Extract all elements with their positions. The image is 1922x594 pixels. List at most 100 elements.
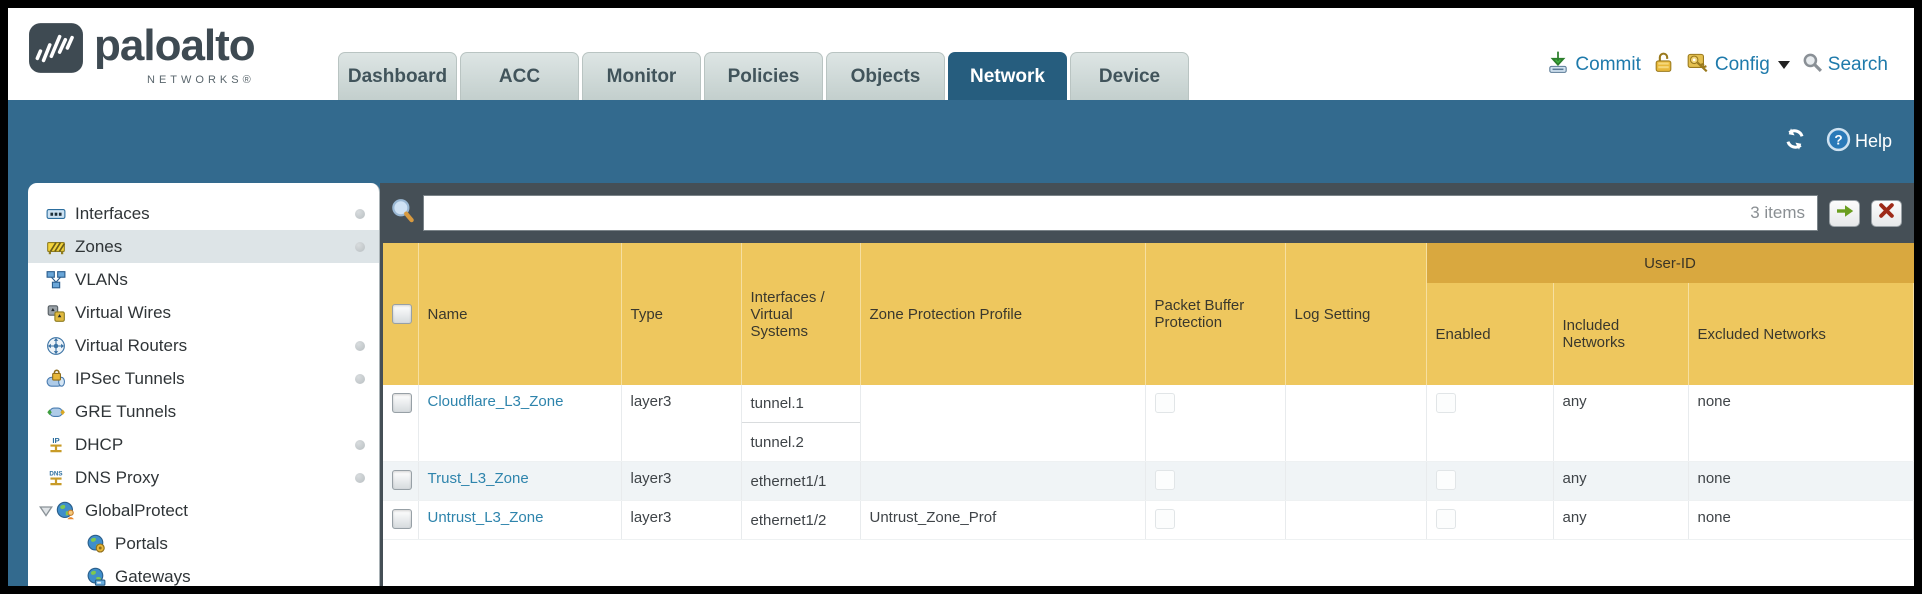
- sidebar-item-interfaces[interactable]: Interfaces: [28, 197, 379, 230]
- row-select-cell: [383, 461, 419, 501]
- dhcp-icon: IP: [46, 435, 66, 455]
- zone-type-cell: layer3: [621, 461, 742, 501]
- sidebar-item-virtual-routers[interactable]: Virtual Routers: [28, 329, 379, 362]
- sidebar-item-gateways[interactable]: Gateways: [28, 560, 379, 586]
- paloalto-logo-icon: [28, 20, 84, 81]
- filter-input[interactable]: [424, 196, 1751, 230]
- select-all-checkbox[interactable]: [392, 304, 412, 324]
- sidebar-item-gre-tunnels[interactable]: GRE Tunnels: [28, 395, 379, 428]
- logo-networks-text: NETWORKS®: [147, 74, 255, 86]
- zone-name-link[interactable]: Untrust_L3_Zone: [427, 509, 544, 526]
- expander-triangle-icon[interactable]: [38, 503, 54, 519]
- sidebar-item-zones[interactable]: Zones: [28, 230, 379, 263]
- row-select-checkbox[interactable]: [392, 509, 412, 529]
- zone-protection-profile-cell: [860, 461, 1146, 501]
- tab-acc[interactable]: ACC: [460, 52, 579, 100]
- included-networks-cell: any: [1553, 385, 1689, 462]
- zones-table: Name Type Interfaces / Virtual Systems Z…: [383, 243, 1914, 540]
- user-id-enabled-checkbox: [1435, 509, 1456, 529]
- col-header-zone-protection-profile[interactable]: Zone Protection Profile: [860, 243, 1146, 385]
- row-select-cell: [383, 385, 419, 462]
- refresh-icon[interactable]: [1782, 126, 1808, 157]
- portals-icon: [86, 534, 106, 554]
- tab-network[interactable]: Network: [948, 52, 1067, 100]
- clear-filter-button[interactable]: [1871, 199, 1902, 227]
- packet-buffer-protection-cell: [1145, 461, 1286, 501]
- col-header-enabled[interactable]: Enabled: [1426, 283, 1554, 385]
- sidebar-item-globalprotect[interactable]: GlobalProtect: [28, 494, 379, 527]
- sidebar-item-label: Zones: [75, 236, 123, 256]
- filter-search-icon: [389, 197, 417, 230]
- page-band: ? Help: [8, 100, 1914, 183]
- config-menu[interactable]: Config: [1686, 50, 1790, 80]
- apply-filter-button[interactable]: [1829, 199, 1860, 227]
- config-icon: [1686, 50, 1710, 80]
- ipsec-tunnels-icon: [46, 369, 66, 389]
- row-select-checkbox[interactable]: [392, 393, 412, 413]
- user-id-group-header: User-ID: [1426, 243, 1914, 283]
- tab-policies[interactable]: Policies: [704, 52, 823, 100]
- col-header-name[interactable]: Name: [418, 243, 622, 385]
- zone-name-link[interactable]: Cloudflare_L3_Zone: [427, 393, 564, 410]
- sidebar-item-dhcp[interactable]: IP DHCP: [28, 428, 379, 461]
- user-id-enabled-cell: [1426, 385, 1554, 462]
- col-header-type[interactable]: Type: [621, 243, 742, 385]
- sidebar-item-label: Virtual Routers: [75, 335, 188, 355]
- sidebar-item-vlans[interactable]: VLANs: [28, 263, 379, 296]
- excluded-networks-cell: none: [1688, 385, 1914, 462]
- sidebar-item-portals[interactable]: Portals: [28, 527, 379, 560]
- band-tools: ? Help: [1782, 126, 1892, 157]
- user-id-enabled-cell: [1426, 461, 1554, 501]
- log-setting-cell: [1285, 500, 1427, 540]
- virtual-wires-icon: [46, 303, 66, 323]
- sidebar-item-label: DHCP: [75, 434, 124, 454]
- col-header-interfaces[interactable]: Interfaces / Virtual Systems: [741, 243, 861, 385]
- interface-entry: tunnel.1: [741, 385, 860, 423]
- col-header-included-networks[interactable]: Included Networks: [1553, 283, 1689, 385]
- packet-buffer-protection-checkbox: [1154, 509, 1175, 529]
- lock-icon[interactable]: [1653, 51, 1674, 80]
- zone-name-link[interactable]: Trust_L3_Zone: [427, 470, 529, 487]
- interface-entry: ethernet1/1: [750, 472, 827, 490]
- zone-interfaces-cell: ethernet1/2: [741, 500, 861, 540]
- sidebar-item-dns-proxy[interactable]: DNS DNS Proxy: [28, 461, 379, 494]
- user-id-enabled-checkbox: [1435, 470, 1456, 490]
- excluded-networks-cell: none: [1688, 461, 1914, 501]
- tab-objects[interactable]: Objects: [826, 52, 945, 100]
- sidebar-item-label: DNS Proxy: [75, 467, 160, 487]
- header-actions: Commit Config Search: [1546, 50, 1888, 80]
- included-networks-cell: any: [1553, 500, 1689, 540]
- tab-monitor[interactable]: Monitor: [582, 52, 701, 100]
- search-button[interactable]: Search: [1802, 52, 1888, 79]
- zones-table-wrap: Name Type Interfaces / Virtual Systems Z…: [383, 243, 1914, 586]
- svg-text:DNS: DNS: [49, 470, 62, 477]
- help-button[interactable]: ? Help: [1826, 127, 1892, 157]
- row-select-checkbox[interactable]: [392, 470, 412, 490]
- commit-button[interactable]: Commit: [1546, 50, 1641, 80]
- search-label: Search: [1827, 54, 1888, 75]
- status-dot: [355, 209, 365, 219]
- filter-bar: 3 items: [383, 183, 1914, 243]
- zone-protection-profile-cell: Untrust_Zone_Prof: [860, 500, 1146, 540]
- sidebar-item-ipsec-tunnels[interactable]: IPSec Tunnels: [28, 362, 379, 395]
- packet-buffer-protection-checkbox: [1154, 470, 1175, 490]
- sidebar-item-label: Virtual Wires: [75, 302, 172, 322]
- tab-dashboard[interactable]: Dashboard: [338, 52, 457, 100]
- apply-filter-arrow-icon: [1836, 204, 1854, 223]
- commit-label: Commit: [1575, 54, 1641, 75]
- sidebar-item-virtual-wires[interactable]: Virtual Wires: [28, 296, 379, 329]
- tab-device[interactable]: Device: [1070, 52, 1189, 100]
- col-header-packet-buffer-protection[interactable]: Packet Buffer Protection: [1145, 243, 1286, 385]
- status-dot: [355, 242, 365, 252]
- col-header-excluded-networks[interactable]: Excluded Networks: [1688, 283, 1914, 385]
- vlans-icon: [46, 270, 66, 290]
- zone-name-cell: Untrust_L3_Zone: [418, 500, 622, 540]
- col-header-log-setting[interactable]: Log Setting: [1285, 243, 1427, 385]
